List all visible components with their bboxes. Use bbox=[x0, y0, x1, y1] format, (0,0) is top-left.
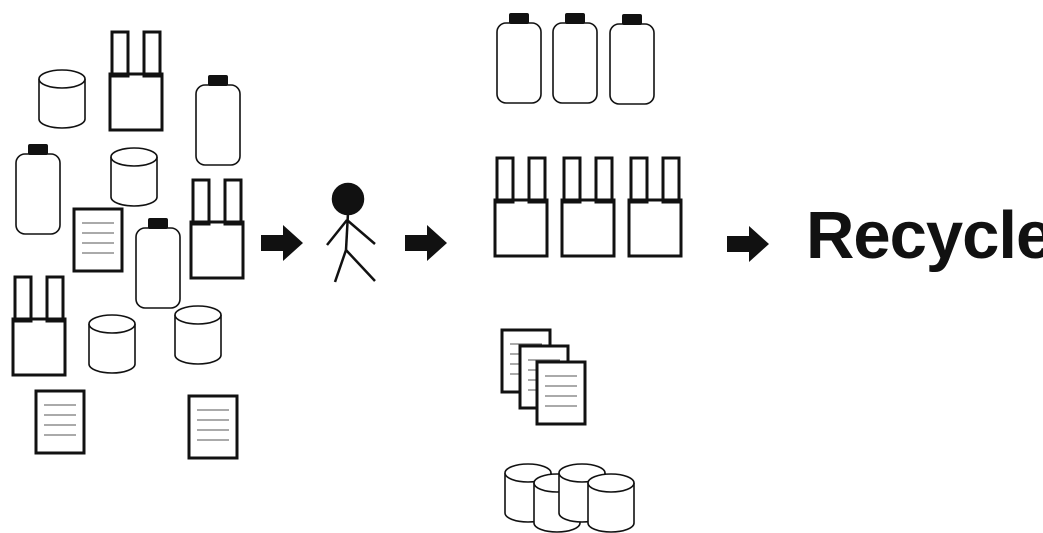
tub-icon bbox=[174, 305, 222, 365]
paper-sheet-icon bbox=[535, 360, 587, 426]
paper-sheet-icon bbox=[72, 207, 124, 273]
mixed-waste-pile bbox=[11, 30, 245, 460]
bag-icon bbox=[493, 156, 549, 258]
sorted-bottles bbox=[496, 12, 655, 105]
arrow-right-icon bbox=[727, 226, 769, 262]
tub-icon bbox=[587, 473, 635, 533]
paper-sheet-icon bbox=[34, 389, 86, 455]
tub-icon bbox=[38, 69, 86, 129]
sorted-bags bbox=[493, 156, 683, 258]
bottle-icon bbox=[15, 143, 61, 235]
tub-icon bbox=[110, 147, 158, 207]
arrow-right-icon bbox=[261, 225, 303, 261]
bag-icon bbox=[560, 156, 616, 258]
bag-icon bbox=[108, 30, 164, 132]
bottle-icon bbox=[135, 217, 181, 309]
bottle-icon bbox=[609, 13, 655, 105]
sorted-tubs bbox=[504, 463, 635, 533]
bag-icon bbox=[627, 156, 683, 258]
tub-icon bbox=[88, 314, 136, 374]
paper-sheet-icon bbox=[187, 394, 239, 460]
sorted-paper-sheets bbox=[500, 328, 587, 426]
bottle-icon bbox=[552, 12, 598, 104]
arrow-right-icon bbox=[405, 225, 447, 261]
bag-icon bbox=[189, 178, 245, 280]
bottle-icon bbox=[195, 74, 241, 166]
person-icon bbox=[326, 182, 376, 283]
bag-icon bbox=[11, 275, 67, 377]
recycle-label: Recycle bbox=[806, 198, 1043, 273]
bottle-icon bbox=[496, 12, 542, 104]
